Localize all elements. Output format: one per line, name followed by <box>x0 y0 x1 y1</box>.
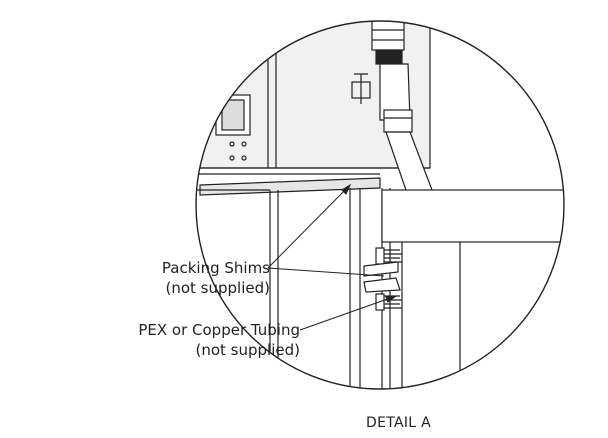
packing-shims <box>363 261 401 293</box>
shutoff-valve <box>351 73 371 104</box>
detail-label: DETAIL A <box>366 415 432 431</box>
support-post <box>401 242 461 389</box>
callout-line-2: (not supplied) <box>195 341 301 359</box>
leader-lines <box>267 183 398 331</box>
callout-line-1: PEX or Copper Tubing <box>138 321 300 339</box>
floor-joist <box>381 189 564 243</box>
callout-pex-tubing: PEX or Copper Tubing (not supplied) <box>0 320 300 360</box>
callout-line-2: (not supplied) <box>165 279 271 297</box>
detail-circle <box>195 20 565 390</box>
callout-line-1: Packing Shims <box>161 259 270 277</box>
supply-hose <box>371 21 433 197</box>
callout-packing-shims: Packing Shims (not supplied) <box>162 258 270 298</box>
